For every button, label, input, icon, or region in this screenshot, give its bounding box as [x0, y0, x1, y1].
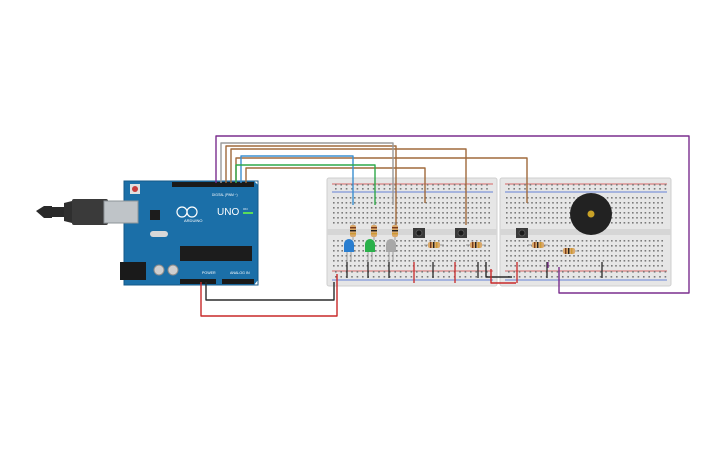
wire-brown-4[interactable]	[245, 167, 426, 203]
pushbutton-icon[interactable]	[455, 228, 467, 238]
resistor-icon[interactable]	[371, 222, 377, 240]
board-model-label: UNO	[217, 207, 239, 218]
arduino-uno-board[interactable]: UNO ARDUINO DIGITAL (PWM ~) POWER ANALOG…	[36, 180, 259, 286]
on-label: ON	[243, 207, 248, 211]
pushbutton-icon[interactable]	[413, 228, 425, 238]
piezo-buzzer-icon[interactable]	[570, 193, 612, 235]
grey-led-icon[interactable]	[386, 239, 396, 262]
blue-led-icon[interactable]	[344, 239, 354, 262]
wire-black[interactable]	[205, 282, 335, 301]
resistor-icon[interactable]	[528, 242, 548, 248]
digital-header-label: DIGITAL (PWM ~)	[212, 193, 238, 197]
wire-grey[interactable]	[220, 142, 394, 205]
wire-brown-2[interactable]	[230, 148, 467, 225]
breadboard-holes	[506, 184, 667, 278]
wire-blue[interactable]	[240, 155, 354, 205]
wire-bridge-black[interactable]	[485, 262, 512, 278]
wire-green[interactable]	[235, 164, 376, 205]
pushbutton-icon[interactable]	[516, 228, 528, 238]
arduino-logo	[176, 206, 198, 218]
wire-brown-1[interactable]	[225, 145, 397, 225]
breadboard-left[interactable]	[326, 177, 498, 287]
analog-header-label: ANALOG IN	[230, 271, 250, 275]
on-led-icon	[243, 212, 253, 214]
resistor-icon[interactable]	[560, 248, 578, 254]
board-brand-label: ARDUINO	[184, 218, 202, 223]
wire-red[interactable]	[200, 274, 338, 317]
usb-cable-icon	[36, 199, 108, 225]
resistor-icon[interactable]	[350, 222, 356, 240]
breadboard-holes	[333, 184, 490, 278]
resistor-icon[interactable]	[392, 222, 398, 240]
resistor-icon[interactable]	[466, 242, 486, 248]
resistor-icon[interactable]	[424, 242, 444, 248]
wire-bridge-red[interactable]	[490, 269, 516, 284]
green-led-icon[interactable]	[365, 239, 375, 262]
power-header-label: POWER	[202, 271, 216, 275]
wire-purple[interactable]	[215, 135, 690, 294]
